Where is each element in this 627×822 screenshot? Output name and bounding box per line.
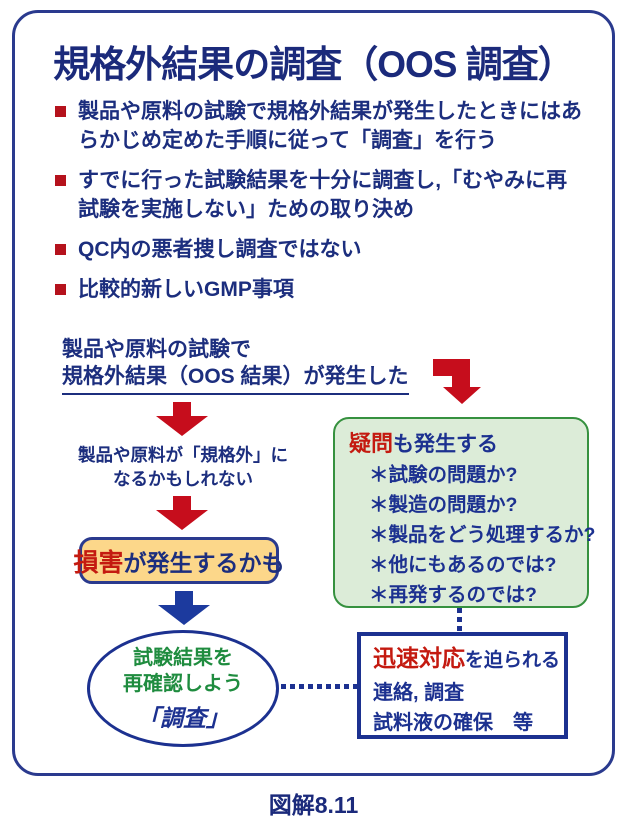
- questions-title: 疑問も発生する: [349, 428, 583, 460]
- damage-highlight: 損害: [73, 548, 124, 577]
- square-bullet-icon: [55, 284, 66, 295]
- dotted-connector-horizontal: [281, 684, 359, 689]
- ellipse-line1: 試験結果を: [133, 646, 233, 669]
- bullet-item: すでに行った試験結果を十分に調査し,「むやみに再試験を実施しない」ための取り決め: [55, 166, 587, 224]
- bullet-item: QC内の悪者捜し調査ではない: [55, 235, 587, 264]
- response-line2: 連絡, 調査: [373, 682, 465, 704]
- bullet-item: 製品や原料の試験で規格外結果が発生したときにはあらかじめ定めた手順に従って「調査…: [55, 97, 587, 155]
- investigate-ellipse: 試験結果を 再確認しよう 「調査」: [87, 630, 279, 747]
- response-box: 迅速対応を迫られる 連絡, 調査 試料液の確保 等: [357, 632, 568, 739]
- question-item: ＊試験の問題か?: [369, 464, 518, 486]
- ellipse-line2: 再確認しよう: [123, 672, 243, 695]
- response-rest: を迫られる: [465, 650, 561, 671]
- square-bullet-icon: [55, 244, 66, 255]
- response-line1: 迅速対応を迫られる: [373, 641, 564, 678]
- damage-rest: が発生するかも: [123, 549, 285, 576]
- bullet-text: すでに行った試験結果を十分に調査し,「むやみに再試験を実施しない」ための取り決め: [78, 169, 568, 221]
- page-title: 規格外結果の調査（OOS 調査）: [53, 44, 575, 85]
- bullet-item: 比較的新しいGMP事項: [55, 275, 587, 304]
- square-bullet-icon: [55, 106, 66, 117]
- questions-title-highlight: 疑問: [349, 431, 394, 456]
- question-item: ＊他にもあるのでは?: [369, 554, 557, 576]
- question-item: ＊製品をどう処理するか?: [369, 524, 596, 546]
- ellipse-line3: 「調査」: [137, 704, 229, 731]
- maybe-line1: 製品や原料が「規格外」に: [78, 445, 288, 465]
- figure-caption: 図解8.11: [268, 792, 359, 818]
- elbow-arrow-icon: [433, 359, 481, 404]
- oos-start-line2: 規格外結果（OOS 結果）が発生した: [62, 363, 409, 395]
- bullet-list: 製品や原料の試験で規格外結果が発生したときにはあらかじめ定めた手順に従って「調査…: [55, 97, 587, 315]
- questions-title-rest: も発生する: [393, 433, 499, 456]
- bullet-text: QC内の悪者捜し調査ではない: [78, 238, 362, 261]
- oos-start-text: 製品や原料の試験で 規格外結果（OOS 結果）が発生した: [62, 336, 409, 395]
- damage-box: 損害が発生するかも: [74, 537, 285, 584]
- response-highlight: 迅速対応: [373, 645, 465, 671]
- oos-start-line1: 製品や原料の試験で: [62, 338, 251, 361]
- question-item: ＊製造の問題か?: [369, 494, 518, 516]
- down-arrow-icon: [156, 402, 208, 436]
- bullet-text: 製品や原料の試験で規格外結果が発生したときにはあらかじめ定めた手順に従って「調査…: [78, 100, 582, 152]
- maybe-oos-text: 製品や原料が「規格外」に なるかもしれない: [63, 443, 303, 491]
- down-arrow-icon: [158, 591, 210, 625]
- square-bullet-icon: [55, 175, 66, 186]
- maybe-line2: なるかもしれない: [113, 469, 253, 489]
- question-item: ＊再発するのでは?: [369, 584, 537, 606]
- questions-box: 疑問も発生する ＊試験の問題か? ＊製造の問題か? ＊製品をどう処理するか? ＊…: [333, 417, 596, 608]
- bullet-text: 比較的新しいGMP事項: [78, 278, 294, 301]
- response-line3: 試料液の確保 等: [373, 712, 533, 734]
- down-arrow-icon: [156, 496, 208, 530]
- dotted-connector-vertical: [457, 608, 462, 634]
